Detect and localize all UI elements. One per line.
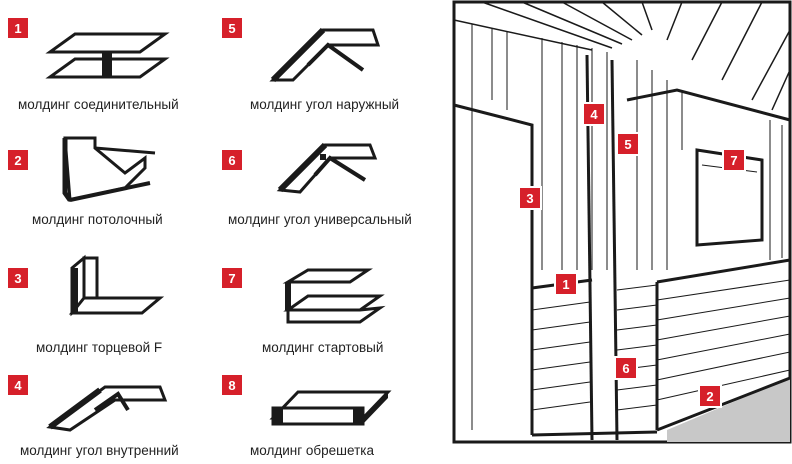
profile-badge-8: 8 xyxy=(222,375,242,395)
profile-badge-3: 3 xyxy=(8,268,28,288)
outer-corner-profile-icon xyxy=(269,27,381,83)
profile-badge-4: 4 xyxy=(8,375,28,395)
room-marker-2: 2 xyxy=(698,384,722,408)
universal-corner-profile-icon xyxy=(276,142,378,194)
profile-caption-5: молдинг угол наружный xyxy=(250,97,400,112)
starter-profile-icon xyxy=(282,268,386,324)
room-marker-5: 5 xyxy=(616,132,640,156)
profile-badge-2: 2 xyxy=(8,150,28,170)
room-marker-3: 3 xyxy=(518,186,542,210)
ceiling-profile-icon xyxy=(62,136,156,202)
room-illustration: 4 5 3 7 1 6 2 xyxy=(452,0,792,464)
room-marker-1: 1 xyxy=(554,272,578,296)
profile-badge-7: 7 xyxy=(222,268,242,288)
f-end-profile-icon xyxy=(68,254,165,317)
room-drawing xyxy=(452,0,792,444)
batten-profile-icon xyxy=(269,390,392,426)
profile-caption-4: молдинг угол внутренний xyxy=(20,443,179,458)
profile-badge-1: 1 xyxy=(8,18,28,38)
profile-caption-8: молдинг обрешетка xyxy=(250,443,374,458)
h-connector-profile-icon xyxy=(45,32,170,79)
profile-caption-1: молдинг соединительный xyxy=(18,97,179,112)
profile-badge-5: 5 xyxy=(222,18,242,38)
room-marker-7: 7 xyxy=(722,148,746,172)
inner-corner-profile-icon xyxy=(46,385,168,432)
floor xyxy=(667,378,790,442)
profile-caption-6: молдинг угол универсальный xyxy=(228,212,412,227)
profile-caption-3: молдинг торцевой F xyxy=(36,340,163,355)
profile-caption-7: молдинг стартовый xyxy=(262,340,384,355)
profile-badge-6: 6 xyxy=(222,150,242,170)
profile-caption-2: молдинг потолочный xyxy=(32,212,163,227)
room-marker-6: 6 xyxy=(614,356,638,380)
room-marker-4: 4 xyxy=(582,102,606,126)
